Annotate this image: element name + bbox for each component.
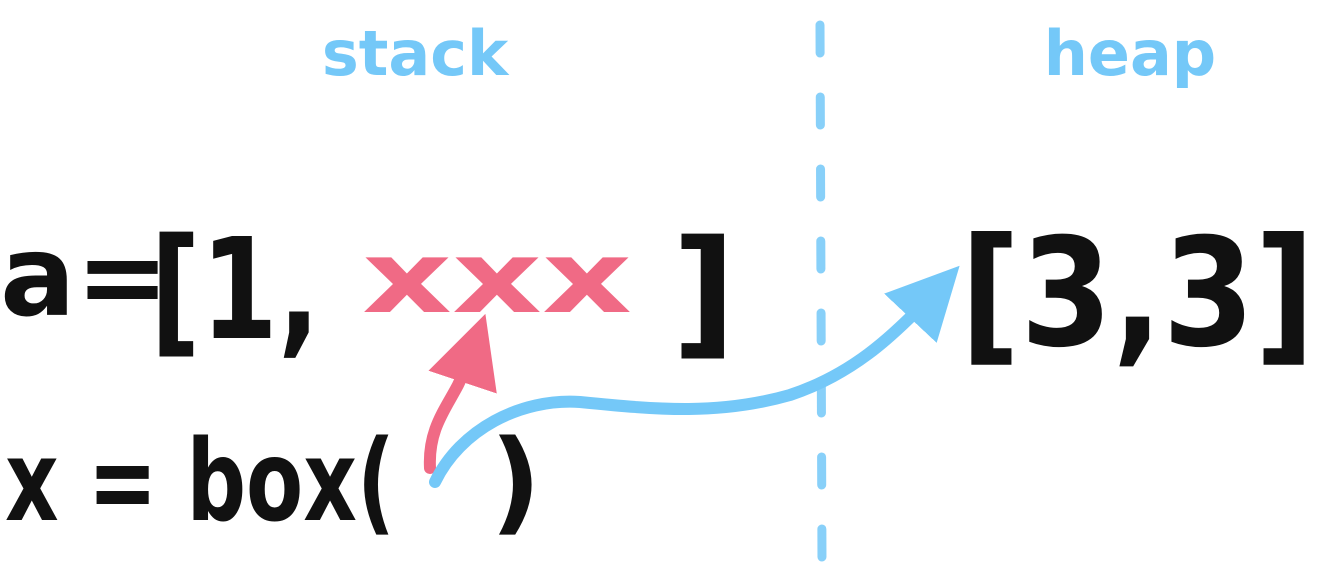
blue-pointer-arrow	[429, 265, 960, 488]
stack-array-close: ]	[672, 211, 736, 374]
box-close-paren: )	[490, 417, 541, 547]
x-box-assignment: x = box(	[5, 417, 395, 547]
heap-array: [3,3]	[960, 207, 1315, 381]
stack-heap-divider	[815, 20, 827, 570]
heap-label: heap	[1044, 17, 1216, 90]
stack-label: stack	[322, 17, 510, 90]
a-assignment: a=	[0, 212, 169, 342]
crossed-out-values: xxx	[362, 219, 632, 336]
pink-arrow	[423, 313, 497, 474]
stack-array-open: [1,	[150, 209, 320, 372]
